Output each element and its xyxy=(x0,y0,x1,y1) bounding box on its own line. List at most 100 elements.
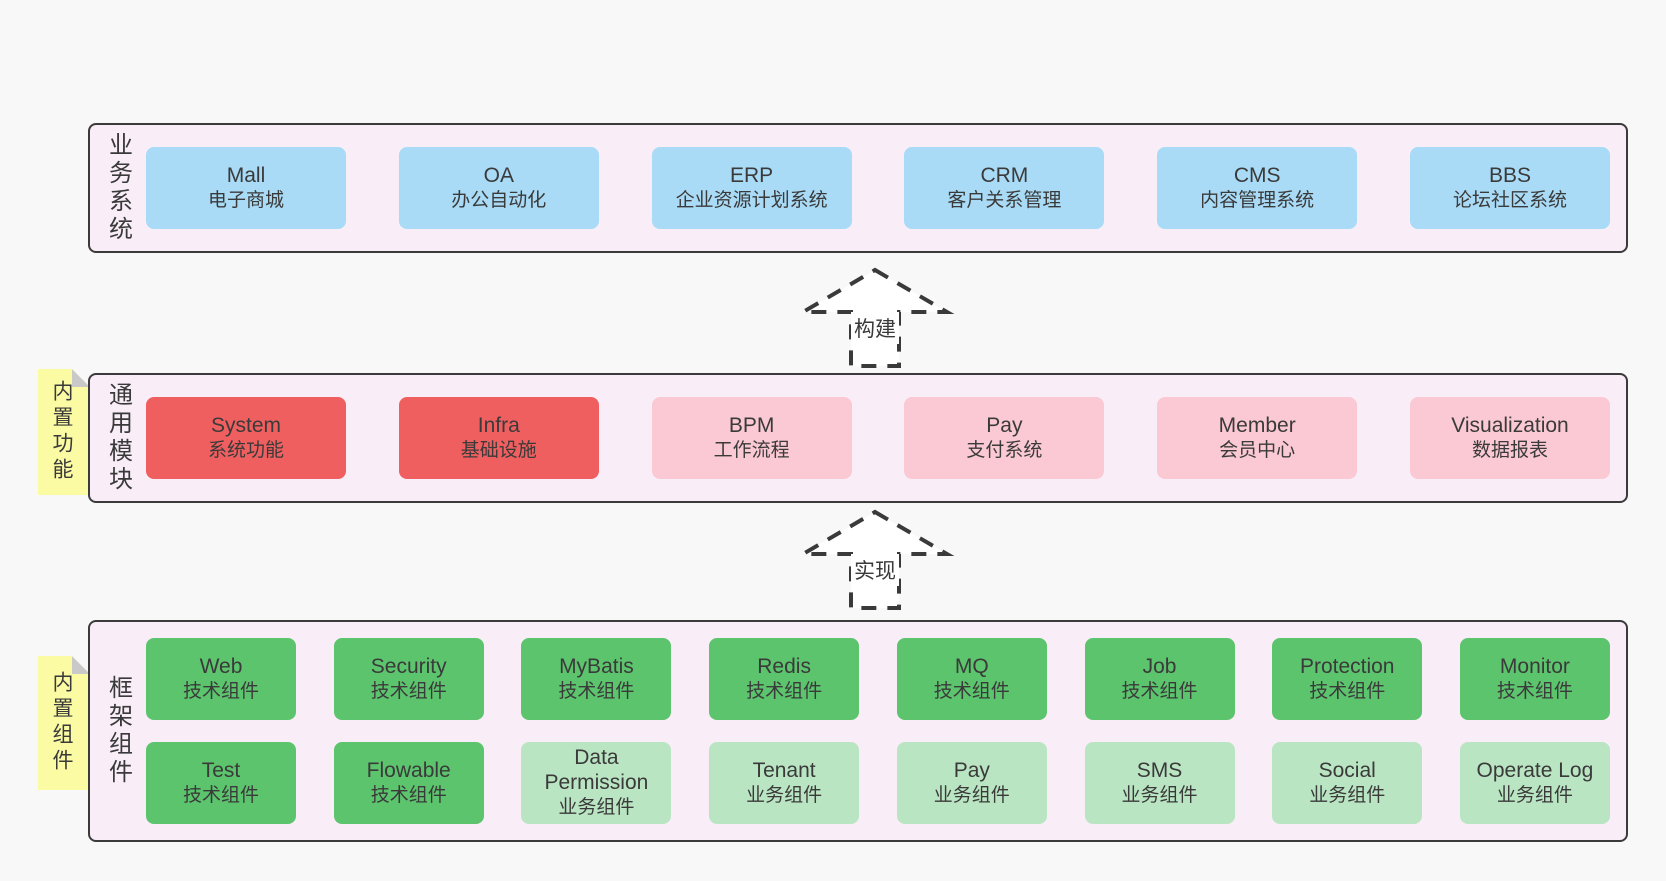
component-name: Tenant xyxy=(752,758,816,782)
component-name: Job xyxy=(1142,654,1177,678)
component-desc: 客户关系管理 xyxy=(947,189,1062,211)
component-name: Flowable xyxy=(366,758,451,782)
component-desc: 技术组件 xyxy=(182,784,259,806)
component-desc: 系统功能 xyxy=(207,439,284,461)
component-desc: 业务组件 xyxy=(558,797,635,819)
arrow-label: 构建 xyxy=(851,312,899,344)
component-name: CRM xyxy=(980,163,1029,187)
component-name: MyBatis xyxy=(559,654,634,678)
component-desc: 办公自动化 xyxy=(451,189,547,211)
component-name: System xyxy=(210,413,281,437)
component-name: Monitor xyxy=(1499,654,1570,678)
layer-label: 业务系统 xyxy=(104,132,132,244)
note-text: 内置功能 xyxy=(50,380,73,484)
sticky-note-built-in-components: 内置组件 xyxy=(38,656,90,790)
component-name: Test xyxy=(201,758,241,782)
component-desc: 技术组件 xyxy=(182,680,259,702)
component-name: SMS xyxy=(1136,758,1183,782)
component-desc: 内容管理系统 xyxy=(1200,189,1315,211)
component-desc: 工作流程 xyxy=(713,439,790,461)
component-desc: 会员中心 xyxy=(1219,439,1296,461)
component-name: Pay xyxy=(953,758,990,782)
component-desc: 技术组件 xyxy=(1121,680,1198,702)
component-desc: 论坛社区系统 xyxy=(1452,189,1567,211)
component-desc: 企业资源计划系统 xyxy=(675,189,828,211)
component-name: MQ xyxy=(954,654,989,678)
component-desc: 技术组件 xyxy=(746,680,823,702)
arrow-build: 构建 xyxy=(795,266,955,370)
component-name: ERP xyxy=(730,163,774,187)
component-desc: 业务组件 xyxy=(1496,784,1573,806)
component-name: BPM xyxy=(728,413,775,437)
component-desc: 技术组件 xyxy=(1309,680,1386,702)
layer-label-column: 业务系统 xyxy=(90,125,146,251)
component-name: BBS xyxy=(1488,163,1531,187)
component-name: Operate Log xyxy=(1476,758,1594,782)
component-desc: 技术组件 xyxy=(370,784,447,806)
layer-label: 框架组件 xyxy=(104,675,132,787)
component-desc: 基础设施 xyxy=(460,439,537,461)
component-name: Pay xyxy=(986,413,1023,437)
component-desc: 技术组件 xyxy=(1496,680,1573,702)
component-desc: 业务组件 xyxy=(746,784,823,806)
sticky-note-built-in-features: 内置功能 xyxy=(38,369,90,495)
component-name: Member xyxy=(1218,413,1296,437)
component-name: CMS xyxy=(1233,163,1281,187)
component-desc: 电子商城 xyxy=(207,189,284,211)
component-desc: 技术组件 xyxy=(558,680,635,702)
component-name: OA xyxy=(483,163,514,187)
arrow-label: 实现 xyxy=(851,554,899,586)
component-name: Social xyxy=(1318,758,1376,782)
component-desc: 业务组件 xyxy=(933,784,1010,806)
component-name: Redis xyxy=(757,654,811,678)
component-desc: 业务组件 xyxy=(1309,784,1386,806)
note-text: 内置组件 xyxy=(50,671,73,775)
component-desc: 技术组件 xyxy=(933,680,1010,702)
component-name: Protection xyxy=(1299,654,1395,678)
component-name: Data Permission xyxy=(544,745,649,795)
arrow-implement: 实现 xyxy=(795,508,955,612)
component-desc: 业务组件 xyxy=(1121,784,1198,806)
component-desc: 支付系统 xyxy=(966,439,1043,461)
component-name: Mall xyxy=(226,163,266,187)
component-name: Web xyxy=(199,654,243,678)
layer-label: 通用模块 xyxy=(104,382,132,494)
component-desc: 技术组件 xyxy=(370,680,447,702)
